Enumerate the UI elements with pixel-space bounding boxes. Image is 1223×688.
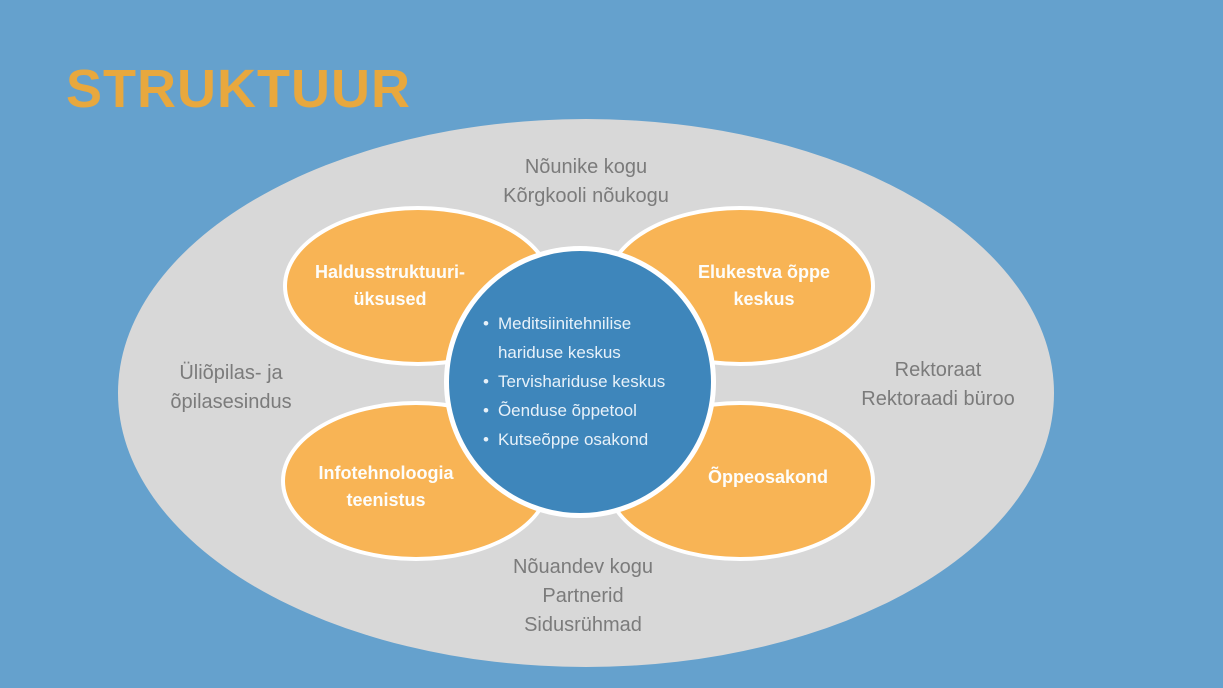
center-unit-list: • Meditsiinitehnilise hariduse keskus • … (483, 309, 697, 454)
center-list-item-text: Tervishariduse keskus (497, 372, 666, 391)
outer-label-left-line1: Üliõpilas- ja (179, 362, 283, 384)
outer-label-bottom: Nõuandev kogu Partnerid Sidusrühmad (433, 553, 733, 640)
petal-label-line2: teenistus (346, 490, 426, 510)
petal-label-line1: Õppeosakond (707, 466, 828, 487)
bullet-icon: • (483, 401, 489, 420)
bullet-icon: • (483, 372, 489, 391)
center-list-item-text: Kutseõppe osakond (497, 430, 649, 449)
petal-label: Infotehnoloogia teenistus (319, 460, 454, 514)
petal-label-line2: keskus (733, 289, 795, 309)
outer-label-top-line2: Kõrgkooli nõukogu (503, 185, 669, 207)
bullet-icon: • (483, 314, 489, 333)
outer-label-top-line1: Nõunike kogu (524, 156, 648, 178)
center-list-item: • Kutseõppe osakond (483, 425, 697, 454)
center-list-item-text: Õenduse õppetool (497, 401, 637, 420)
bullet-icon: • (483, 430, 489, 449)
petal-label-line1: Elukestva õppe (697, 262, 831, 282)
outer-label-left-line2: õpilasesindus (170, 391, 292, 413)
outer-label-top: Nõunike kogu Kõrgkooli nõukogu (436, 153, 736, 211)
petal-label: Õppeosakond (708, 464, 828, 491)
outer-label-bottom-line3: Sidusrühmad (524, 614, 642, 636)
petal-label-line2: üksused (353, 289, 427, 309)
outer-label-bottom-line1: Nõuandev kogu (512, 556, 654, 578)
slide-title: STRUKTUUR (66, 59, 411, 119)
outer-label-left: Üliõpilas- ja õpilasesindus (131, 359, 331, 417)
outer-label-right-line2: Rektoraadi büroo (861, 388, 1015, 410)
petal-label: Elukestva õppe keskus (698, 259, 830, 313)
outer-label-bottom-line2: Partnerid (542, 585, 624, 607)
outer-label-right: Rektoraat Rektoraadi büroo (838, 356, 1038, 414)
petal-label-line1: Infotehnoloogia (318, 463, 454, 483)
petal-label-line1: Haldusstruktuuri- (314, 262, 465, 282)
center-list-item-text: Meditsiinitehnilise hariduse keskus (497, 314, 632, 362)
petal-label: Haldusstruktuuri- üksused (315, 259, 465, 313)
center-list-item: • Õenduse õppetool (483, 396, 697, 425)
center-circle: • Meditsiinitehnilise hariduse keskus • … (444, 246, 716, 518)
center-list-item: • Tervishariduse keskus (483, 367, 697, 396)
center-list-item: • Meditsiinitehnilise hariduse keskus (483, 309, 697, 367)
outer-label-right-line1: Rektoraat (894, 359, 982, 381)
